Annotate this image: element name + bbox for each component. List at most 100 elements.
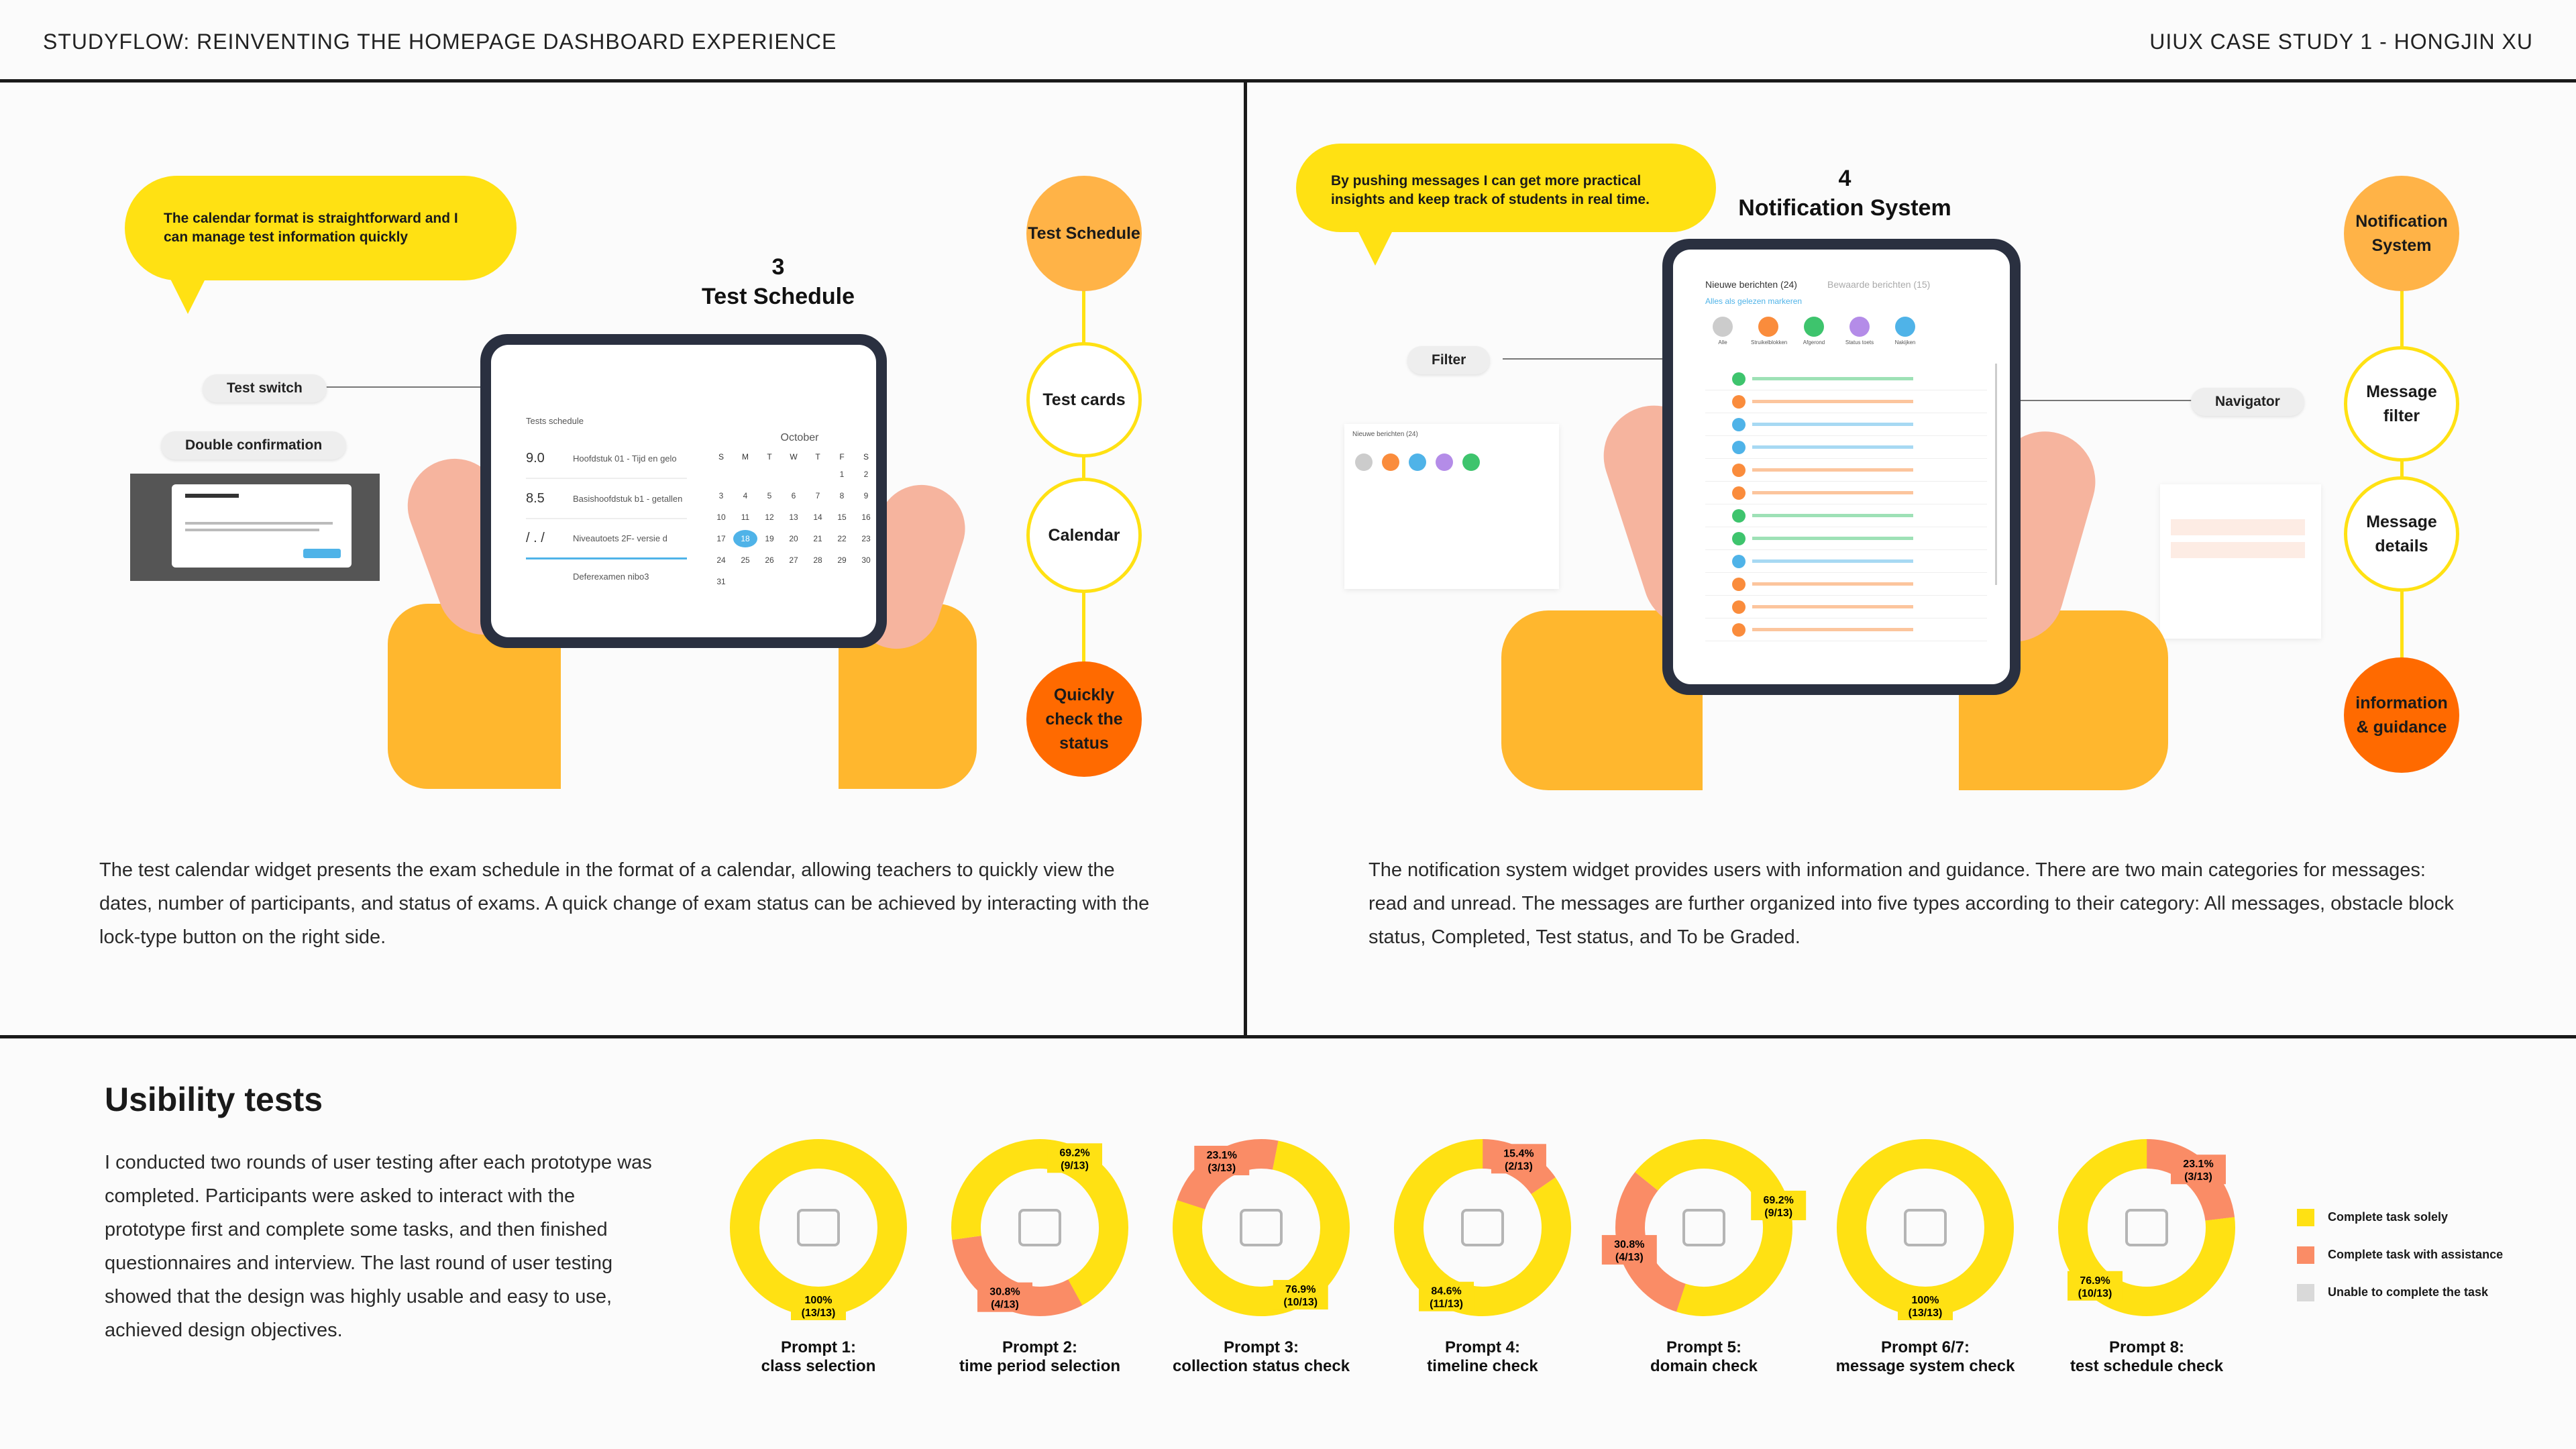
message-row[interactable]: [1705, 573, 1987, 596]
message-row[interactable]: [1705, 482, 1987, 504]
calendar-day[interactable]: 24: [716, 555, 726, 565]
filter-completed[interactable]: Afgerond: [1796, 311, 1831, 345]
message-row[interactable]: [1705, 550, 1987, 573]
prompt-label: time period selection: [959, 1357, 1120, 1375]
donut-chart: 100%(13/13)Prompt 6/7:message system che…: [1836, 1139, 2015, 1375]
calendar-day[interactable]: 20: [789, 534, 798, 543]
test-card[interactable]: / . / Niveautoets 2F- versie d: [526, 519, 687, 559]
mark-all-read-link[interactable]: Alles als gelezen markeren: [1705, 297, 1803, 306]
slice-label-bg: [1047, 1143, 1103, 1173]
message-row[interactable]: [1705, 504, 1987, 527]
filter-pill: Filter: [1407, 346, 1491, 374]
message-type-icon: [1732, 486, 1746, 500]
quote-bubble: By pushing messages I can get more pract…: [1296, 144, 1716, 232]
filter-buttons: Alle Struikelblokken Afgerond Status toe…: [1705, 311, 1923, 345]
calendar-day[interactable]: 27: [789, 555, 798, 565]
tab-new-messages[interactable]: Nieuwe berichten (24): [1705, 279, 1797, 290]
calendar-day: [806, 466, 830, 483]
header-author: UIUX CASE STUDY 1 - HONGJIN XU: [2149, 30, 2533, 54]
legend-item: Complete task with assistance: [2297, 1246, 2503, 1264]
calendar-day[interactable]: 30: [861, 555, 871, 565]
calendar-day[interactable]: 9: [863, 491, 869, 500]
message-text-placeholder: [1752, 377, 1913, 380]
feature-circle: Test Schedule: [1026, 176, 1142, 291]
message-row[interactable]: [1705, 436, 1987, 459]
calendar-day[interactable]: 26: [765, 555, 774, 565]
calendar-day[interactable]: 7: [815, 491, 820, 500]
calendar-day[interactable]: 23: [861, 534, 871, 543]
header-divider: [0, 79, 2576, 83]
section-divider: [0, 1035, 2576, 1038]
calendar-day[interactable]: 11: [741, 513, 750, 522]
calendar-day[interactable]: 15: [837, 513, 847, 522]
test-card[interactable]: 9.0 Hoofdstuk 01 - Tijd en gelo: [526, 439, 687, 479]
calendar-day[interactable]: 18: [733, 530, 757, 547]
slice-percent-label: 76.9%: [1285, 1284, 1316, 1295]
slice-label-bg: [1751, 1190, 1807, 1220]
slice-count-label: (13/13): [1909, 1307, 1943, 1319]
donut-chart: 100%(13/13)Prompt 1:class selection: [730, 1139, 907, 1375]
message-text-placeholder: [1752, 537, 1913, 540]
test-card[interactable]: 8.5 Basishoofdstuk b1 - getallen: [526, 479, 687, 519]
calendar-day[interactable]: 17: [716, 534, 726, 543]
message-list: [1705, 368, 1987, 641]
pie-chart-icon: [1240, 1209, 1283, 1246]
calendar-day[interactable]: 21: [813, 534, 822, 543]
tab-saved-messages[interactable]: Bewaarde berichten (15): [1827, 279, 1931, 290]
filter-test-status[interactable]: Status toets: [1842, 311, 1877, 345]
class-selection-icon: [797, 1209, 840, 1246]
calendar-day[interactable]: 19: [765, 534, 774, 543]
calendar-day[interactable]: 4: [743, 491, 748, 500]
slice-label-bg: [1898, 1291, 1953, 1320]
navigator-scrollbar[interactable]: [1995, 364, 1997, 585]
section-number: 4: [1838, 166, 1851, 191]
message-text-placeholder: [1752, 559, 1913, 563]
usability-donut-charts: 100%(13/13)Prompt 1:class selection30.8%…: [730, 1138, 2235, 1375]
section-number: 3: [771, 254, 785, 280]
calendar-day[interactable]: 28: [813, 555, 822, 565]
slice-count-label: (10/13): [1283, 1297, 1318, 1308]
weekday-label: S: [718, 452, 724, 462]
message-text-placeholder: [1752, 445, 1913, 449]
slice-count-label: (4/13): [1615, 1252, 1644, 1263]
section-title: Notification System: [1738, 195, 1951, 221]
card-grade: / . /: [526, 531, 545, 545]
calendar-day[interactable]: 1: [839, 470, 845, 479]
message-row[interactable]: [1705, 459, 1987, 482]
message-type-icon: [1732, 463, 1746, 477]
card-name: Basishoofdstuk b1 - getallen: [573, 493, 683, 504]
section-title: Test Schedule: [702, 284, 855, 309]
calendar-day[interactable]: 2: [863, 470, 869, 479]
test-card[interactable]: Deferexamen nibo3: [526, 559, 687, 593]
donut-chart: 23.1%(3/13)76.9%(10/13)Prompt 8:test sch…: [2058, 1138, 2235, 1375]
calendar-day[interactable]: 13: [789, 513, 798, 522]
message-row[interactable]: [1705, 368, 1987, 390]
card-name: Hoofdstuk 01 - Tijd en gelo: [573, 453, 677, 464]
calendar-day[interactable]: 3: [718, 491, 724, 500]
calendar-day[interactable]: 5: [767, 491, 772, 500]
calendar-day[interactable]: 31: [716, 577, 726, 586]
legend-swatch: [2297, 1246, 2314, 1264]
message-row[interactable]: [1705, 390, 1987, 413]
calendar-day[interactable]: 25: [741, 555, 750, 565]
slice-percent-label: 23.1%: [1207, 1150, 1237, 1161]
calendar-day[interactable]: 8: [839, 491, 845, 500]
message-row[interactable]: [1705, 619, 1987, 641]
filter-to-grade[interactable]: Nakijken: [1888, 311, 1923, 345]
calendar-day[interactable]: 22: [837, 534, 847, 543]
filter-obstacles[interactable]: Struikelblokken: [1751, 311, 1787, 345]
usability-description: I conducted two rounds of user testing a…: [105, 1152, 652, 1341]
message-row[interactable]: [1705, 596, 1987, 619]
calendar-day[interactable]: 29: [837, 555, 847, 565]
usability-title: Usibility tests: [105, 1081, 323, 1118]
calendar-day[interactable]: 10: [716, 513, 726, 522]
message-row[interactable]: [1705, 413, 1987, 436]
calendar-day[interactable]: 6: [791, 491, 796, 500]
calendar-day[interactable]: 14: [813, 513, 822, 522]
message-type-icon: [1732, 577, 1746, 591]
filter-all[interactable]: Alle: [1705, 311, 1740, 345]
message-row[interactable]: [1705, 527, 1987, 550]
calendar-day[interactable]: 16: [861, 513, 871, 522]
calendar-day[interactable]: 12: [765, 513, 774, 522]
weekday-label: T: [767, 452, 772, 462]
